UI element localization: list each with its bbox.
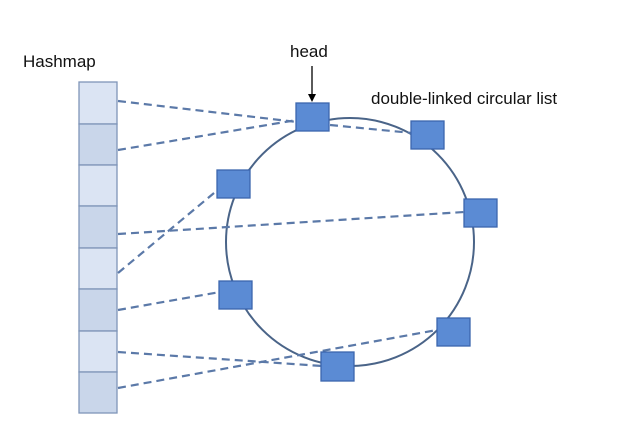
- bucket-link: [117, 99, 298, 124]
- hashmap-bucket: [78, 164, 118, 207]
- list-nodes: [216, 102, 498, 382]
- list-node: [410, 120, 445, 150]
- list-node: [436, 317, 471, 347]
- list-node: [463, 198, 498, 228]
- bucket-link: [117, 350, 323, 368]
- bucket-link: [117, 118, 298, 152]
- list-label: double-linked circular list: [371, 89, 557, 108]
- list-node: [216, 169, 251, 199]
- list-node-head: [295, 102, 330, 132]
- head-arrow-tip: [308, 94, 316, 102]
- bucket-link: [329, 123, 413, 135]
- hashmap-bucket: [78, 81, 118, 125]
- hashmap-bucket: [78, 330, 118, 373]
- list-node: [320, 351, 355, 382]
- hashmap-bucket: [78, 123, 118, 166]
- bucket-link: [117, 328, 438, 390]
- head-label: head: [290, 42, 328, 61]
- hashmap-bucket: [78, 247, 118, 290]
- hashmap-array: [78, 81, 118, 414]
- list-node: [218, 280, 253, 310]
- hashmap-bucket: [78, 288, 118, 332]
- bucket-links: [117, 99, 465, 390]
- hashmap-bucket: [78, 205, 118, 249]
- hashmap-bucket: [78, 371, 118, 414]
- bucket-link: [117, 210, 465, 236]
- bucket-link: [117, 290, 221, 312]
- hashmap-label: Hashmap: [23, 52, 96, 71]
- bucket-link: [117, 187, 221, 274]
